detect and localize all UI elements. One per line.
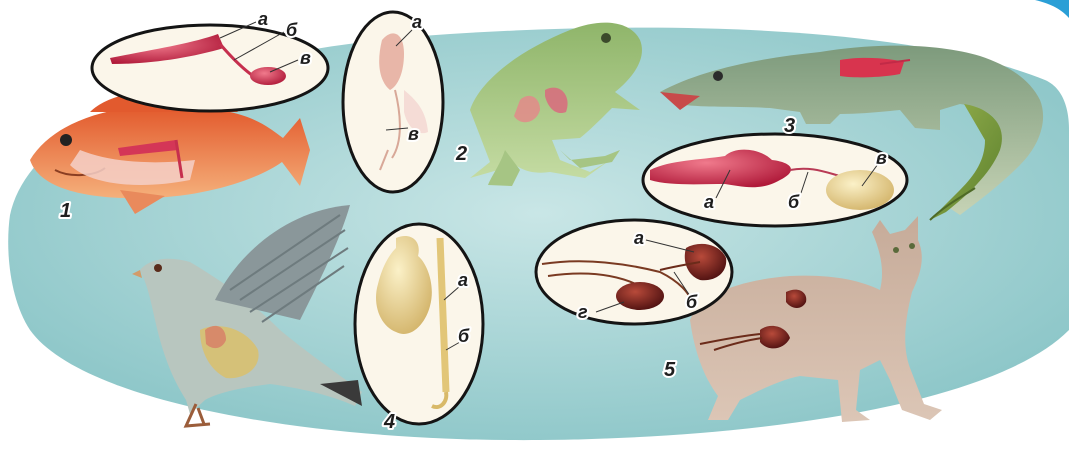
label-2v: в xyxy=(408,124,419,144)
cat-bladder xyxy=(616,282,664,310)
fish-kidney-inset: а а б б в в xyxy=(92,9,328,111)
label-1b: б xyxy=(286,20,298,40)
number-4: 4 xyxy=(383,411,395,433)
fish-bladder xyxy=(250,67,286,85)
label-1v: в xyxy=(300,48,311,68)
label-4b: б xyxy=(458,326,470,346)
number-1: 1 xyxy=(60,200,71,222)
label-3a: а xyxy=(704,192,714,212)
label-2a: а xyxy=(412,12,422,32)
croc-bladder xyxy=(826,170,894,210)
label-1a: а xyxy=(258,9,268,29)
label-3b: б xyxy=(788,192,800,212)
label-3v: в xyxy=(876,148,887,168)
corner-arc xyxy=(1035,0,1069,18)
frog-kidney-inset: а а в в xyxy=(343,12,443,192)
number-5: 5 xyxy=(664,359,676,381)
label-5a: а xyxy=(634,228,644,248)
label-5g: г xyxy=(578,302,588,322)
crocodile-kidney-inset: а а б б в в xyxy=(643,134,907,226)
label-5b: б xyxy=(686,292,698,312)
number-2: 2 xyxy=(455,143,467,165)
number-3: 3 xyxy=(784,115,795,137)
label-4a: а xyxy=(458,270,468,290)
pigeon-kidney-inset: а а б б xyxy=(355,224,483,424)
cat-kidney-inset: а а б б г г xyxy=(536,220,732,324)
